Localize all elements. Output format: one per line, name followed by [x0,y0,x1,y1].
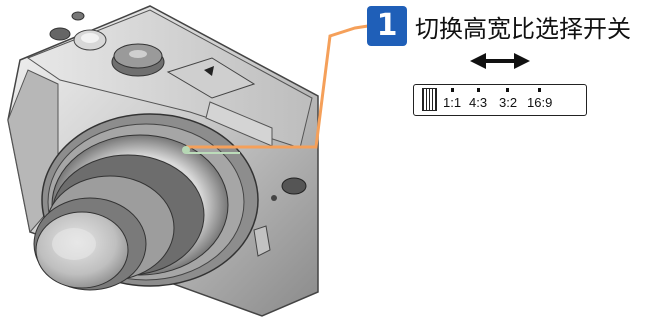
power-switch [49,27,71,41]
leader-line [186,24,369,149]
step-title: 切换高宽比选择开关 [415,14,631,43]
aspect-ratio-switch[interactable]: 1:1 4:3 3:2 16:9 [413,84,587,116]
ratio-label-4-3: 4:3 [469,95,488,110]
switch-knob[interactable] [422,88,437,111]
hot-shoe [166,57,256,99]
step-number-badge: 1 [367,6,407,46]
ratio-label-16-9: 16:9 [527,95,553,110]
ratio-label-1-1: 1:1 [443,95,462,110]
ratio-tick [451,88,454,92]
ratio-tick [477,88,480,92]
ratio-label-3-2: 3:2 [499,95,518,110]
ratio-tick [506,88,509,92]
step-callout: 1 切换高宽比选择开关 [367,6,631,46]
double-arrow-icon [470,53,530,69]
strap-lug [281,177,307,195]
ratio-tick [538,88,541,92]
